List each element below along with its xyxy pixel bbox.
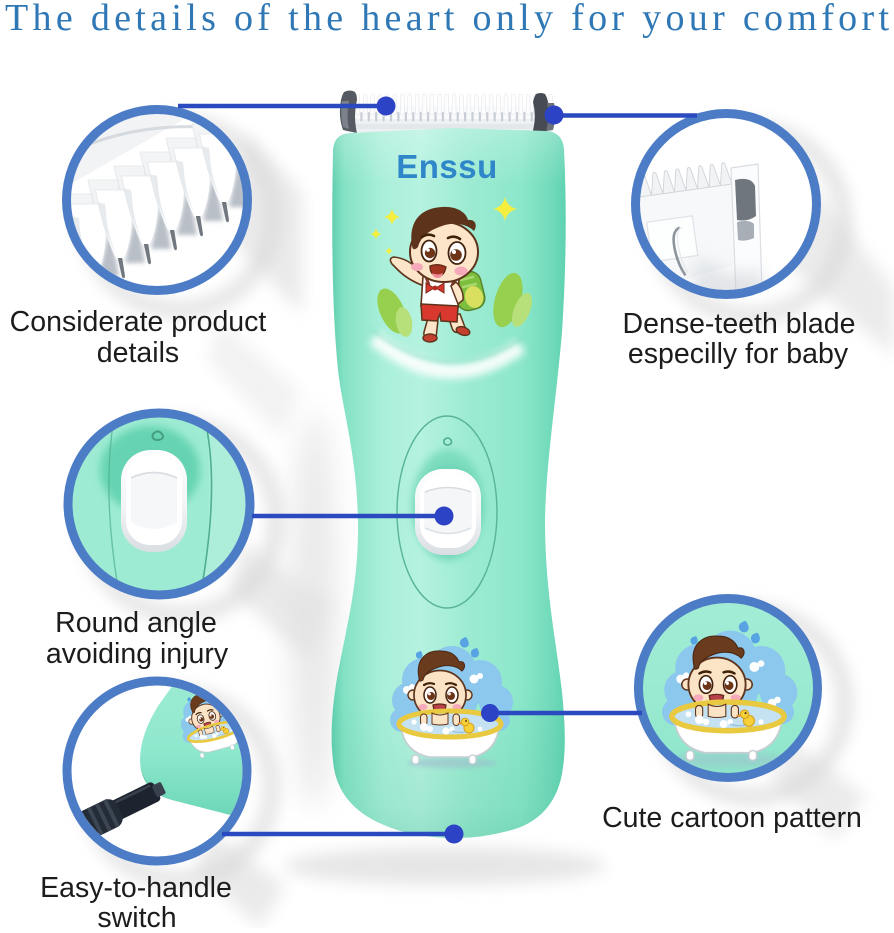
svg-text:especilly for baby: especilly for baby bbox=[628, 338, 849, 370]
svg-text:Easy-to-handle: Easy-to-handle bbox=[40, 872, 232, 904]
svg-text:The details of the heart only: The details of the heart only for your c… bbox=[5, 0, 889, 39]
svg-text:Cute cartoon pattern: Cute cartoon pattern bbox=[602, 802, 862, 834]
svg-text:switch: switch bbox=[97, 902, 176, 928]
svg-text:Round angle: Round angle bbox=[55, 607, 217, 639]
svg-text:details: details bbox=[97, 337, 179, 369]
svg-text:Dense-teeth blade: Dense-teeth blade bbox=[623, 308, 856, 340]
svg-text:avoiding injury: avoiding injury bbox=[46, 638, 229, 670]
svg-text:Considerate product: Considerate product bbox=[10, 306, 267, 338]
svg-text:Enssu: Enssu bbox=[396, 148, 498, 185]
